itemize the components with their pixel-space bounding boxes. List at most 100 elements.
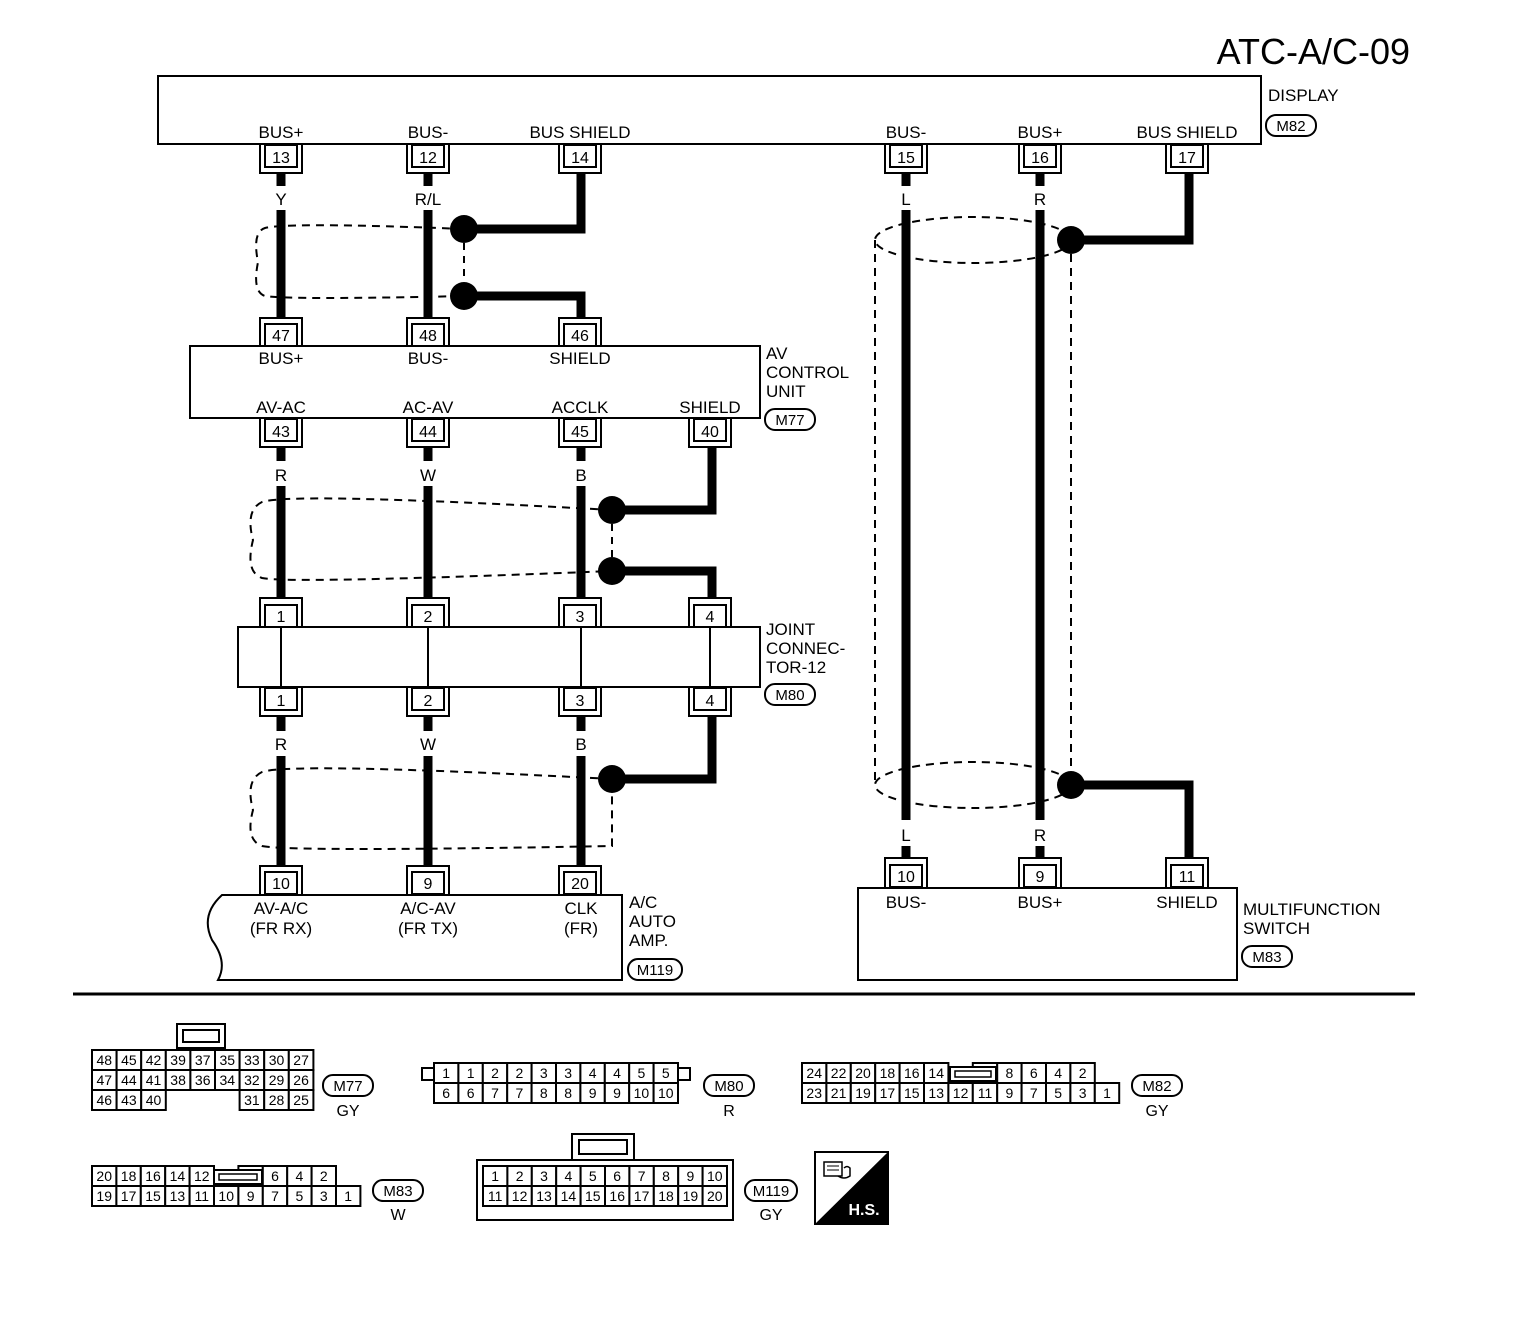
av-pin: 46 — [558, 317, 602, 347]
pin-number: 20 — [96, 1168, 112, 1184]
pin-cell — [287, 1089, 315, 1111]
amp-pin-label: (FR TX) — [398, 919, 458, 938]
pin-number: 4 — [296, 1168, 304, 1184]
svg-text:3: 3 — [576, 609, 585, 626]
pin-number: 7 — [271, 1188, 279, 1204]
pin-number: 11 — [195, 1188, 210, 1204]
pin-cell — [335, 1185, 362, 1207]
pin-number: 5 — [662, 1065, 670, 1081]
pin-number: 16 — [609, 1188, 625, 1204]
pin-number: 22 — [831, 1065, 847, 1081]
joint-pin: 4 — [688, 597, 732, 628]
pin-number: 17 — [634, 1188, 650, 1204]
pin-number: 39 — [170, 1052, 186, 1068]
pin-number: 7 — [1030, 1085, 1038, 1101]
pin-number: 7 — [516, 1085, 524, 1101]
multifunction-switch: BUS- BUS+ SHIELD MULTIFUNCTION SWITCH M8… — [857, 887, 1381, 981]
amp-connector-tag — [627, 958, 683, 981]
pin-number: 2 — [516, 1168, 524, 1184]
joint-pin: 2 — [406, 597, 450, 628]
pin-number: 4 — [1054, 1065, 1062, 1081]
mfs-name: MULTIFUNCTION — [1243, 900, 1381, 919]
pin-number: 1 — [344, 1188, 352, 1204]
amp-pin-label: AV-A/C — [254, 899, 308, 918]
pin-number: 9 — [687, 1168, 695, 1184]
key-tab — [421, 1067, 435, 1081]
connector-face-m82: 242220181614108642232119171513121197531 — [801, 1062, 1121, 1104]
av-pin: 47 — [259, 317, 303, 347]
av-pin-label: SHIELD — [679, 398, 740, 417]
svg-text:M77: M77 — [333, 1078, 362, 1095]
pin-number: 45 — [121, 1052, 137, 1068]
pin-number: 6 — [442, 1085, 450, 1101]
hs-badge: H.S. — [814, 1151, 889, 1225]
display-pin: 17 — [1165, 144, 1209, 174]
joint-pin: 1 — [259, 687, 303, 717]
pin-number: 1 — [491, 1168, 499, 1184]
svg-text:4: 4 — [706, 693, 715, 710]
display-pin: 16 — [1018, 144, 1062, 174]
svg-text:GY: GY — [336, 1103, 359, 1120]
connector-face-m83: 2018161412864219171513111097531 — [91, 1165, 362, 1207]
pin-number: 1 — [1103, 1085, 1111, 1101]
av-pin: 43 — [259, 418, 303, 448]
pin-number: 4 — [565, 1168, 573, 1184]
pin-number: 5 — [589, 1168, 597, 1184]
display-pin: 12 — [406, 144, 450, 174]
amp-pin-label: (FR) — [564, 919, 598, 938]
pin-number: 15 — [145, 1188, 161, 1204]
pin-number: 17 — [880, 1085, 896, 1101]
display-pin-label: BUS+ — [1018, 123, 1063, 142]
pin-number: 48 — [97, 1052, 113, 1068]
svg-text:9: 9 — [424, 876, 433, 893]
amp-name: AUTO — [629, 912, 676, 931]
joint-connector: JOINT CONNEC- TOR-12 M80 — [237, 620, 845, 706]
wire-color-label: R — [1034, 190, 1046, 209]
pin-number: 35 — [220, 1052, 236, 1068]
pin-number: 32 — [244, 1072, 260, 1088]
pin-number: 8 — [662, 1168, 670, 1184]
pin-number: 13 — [928, 1085, 944, 1101]
pin-number: 6 — [271, 1168, 279, 1184]
mfs-pin: 10 — [884, 857, 928, 888]
pin-number: 1 — [467, 1065, 475, 1081]
display-pin-label: BUS SHIELD — [529, 123, 630, 142]
svg-text:2: 2 — [424, 693, 433, 710]
svg-text:1: 1 — [277, 609, 286, 626]
pin-number: 17 — [121, 1188, 137, 1204]
svg-text:10: 10 — [897, 869, 915, 886]
pin-number: 4 — [589, 1065, 597, 1081]
display-pin: 14 — [558, 144, 602, 174]
mfs-pin-label: BUS+ — [1018, 893, 1063, 912]
svg-text:13: 13 — [272, 150, 290, 167]
pin-cell — [1093, 1082, 1121, 1104]
svg-text:45: 45 — [571, 424, 589, 441]
face-tag-m119: M119 GY — [744, 1179, 798, 1224]
ac-auto-amp: AV-A/C (FR RX) A/C-AV (FR TX) CLK (FR) A… — [206, 893, 683, 981]
lock-tab — [182, 1029, 220, 1043]
hs-badge-label: H.S. — [848, 1202, 879, 1219]
svg-text:M119: M119 — [753, 1183, 789, 1200]
av-pin: 45 — [558, 418, 602, 448]
wire-color-label: B — [575, 735, 586, 754]
pin-number: 30 — [269, 1052, 285, 1068]
svg-text:M80: M80 — [714, 1078, 743, 1095]
wires-av-to-joint — [249, 447, 717, 598]
pin-number: 26 — [293, 1072, 309, 1088]
display-connector-id: M82 — [1276, 118, 1305, 135]
connector-hand-icon — [823, 1161, 851, 1179]
svg-text:GY: GY — [1145, 1103, 1168, 1120]
pin-number: 11 — [488, 1188, 503, 1204]
pin-number: 18 — [121, 1168, 137, 1184]
av-pin-label: BUS+ — [259, 349, 304, 368]
pin-number: 18 — [658, 1188, 674, 1204]
pin-number: 20 — [855, 1065, 871, 1081]
av-pin-label: AV-AC — [256, 398, 306, 417]
amp-pin-label: CLK — [564, 899, 598, 918]
face-tag-m77: M77 GY — [322, 1074, 374, 1120]
face-tag-m83: M83 W — [372, 1179, 424, 1224]
amp-name: A/C — [629, 893, 657, 912]
pin-number: 14 — [928, 1065, 944, 1081]
pin-number: 13 — [170, 1188, 186, 1204]
pin-number: 3 — [564, 1065, 572, 1081]
